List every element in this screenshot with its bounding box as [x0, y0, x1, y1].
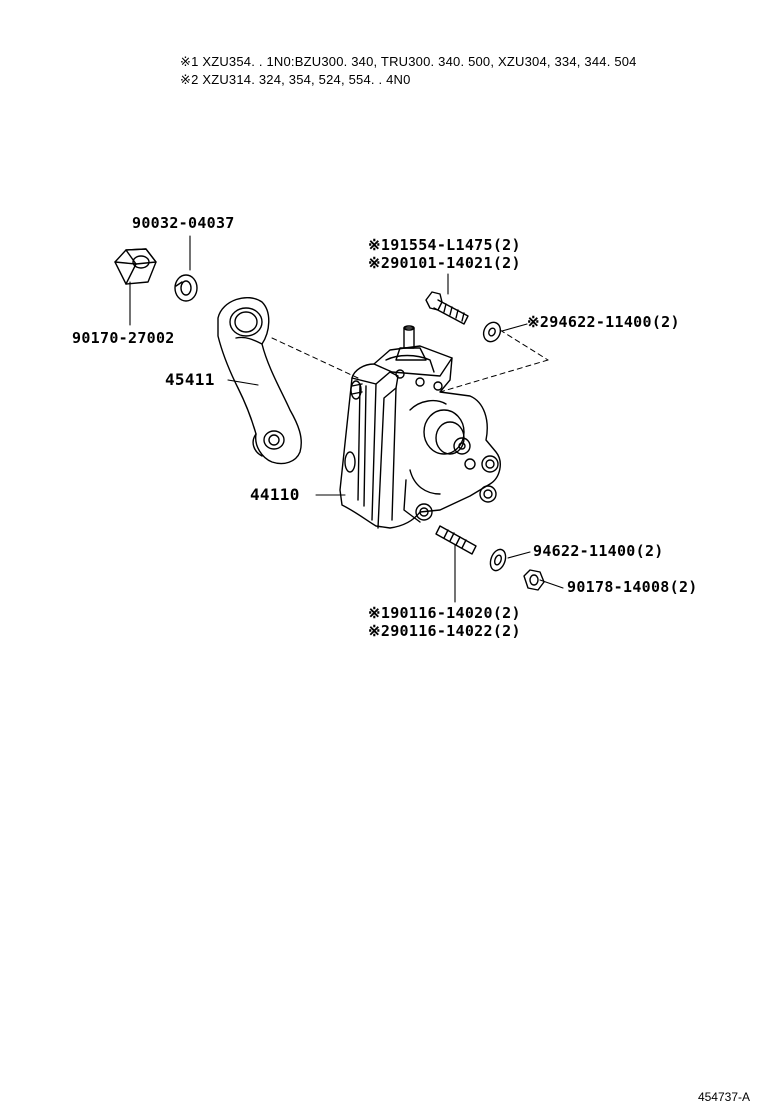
bolt-upper: [425, 291, 469, 325]
alignment-lines: [271, 329, 549, 393]
stud-lower: [435, 525, 477, 555]
label-nut-90178: 90178-14008(2): [567, 578, 698, 596]
label-stud-90116-14020: ※190116-14020(2): [368, 604, 521, 622]
applicability-note-1: ※1 XZU354. . 1N0:BZU300. 340, TRU300. 34…: [180, 54, 637, 69]
label-bolt-90101: ※290101-14021(2): [368, 254, 521, 272]
label-stud-90116-14022: ※290116-14022(2): [368, 622, 521, 640]
applicability-note-2: ※2 XZU314. 324, 354, 524, 554. . 4N0: [180, 72, 411, 87]
figure-reference: 454737-A: [697, 1090, 750, 1104]
label-gear-box: 44110: [250, 485, 300, 504]
hex-nut-top: [114, 248, 157, 285]
label-nut-90170: 90170-27002: [72, 329, 175, 347]
label-pitman-arm: 45411: [165, 370, 215, 389]
label-washer-94622-right: ※294622-11400(2): [527, 313, 680, 331]
washer-right: [482, 321, 502, 343]
nut-lower: [523, 569, 545, 591]
lock-washer-top: [174, 274, 198, 302]
label-washer-94622-lower: 94622-11400(2): [533, 542, 664, 560]
label-bolt-91554: ※191554-L1475(2): [368, 236, 521, 254]
steering-gear-box: [339, 325, 501, 529]
pitman-arm: [217, 297, 302, 465]
washer-lower: [489, 548, 507, 572]
leader-lines: [129, 235, 564, 603]
label-washer-90032: 90032-04037: [132, 214, 235, 232]
